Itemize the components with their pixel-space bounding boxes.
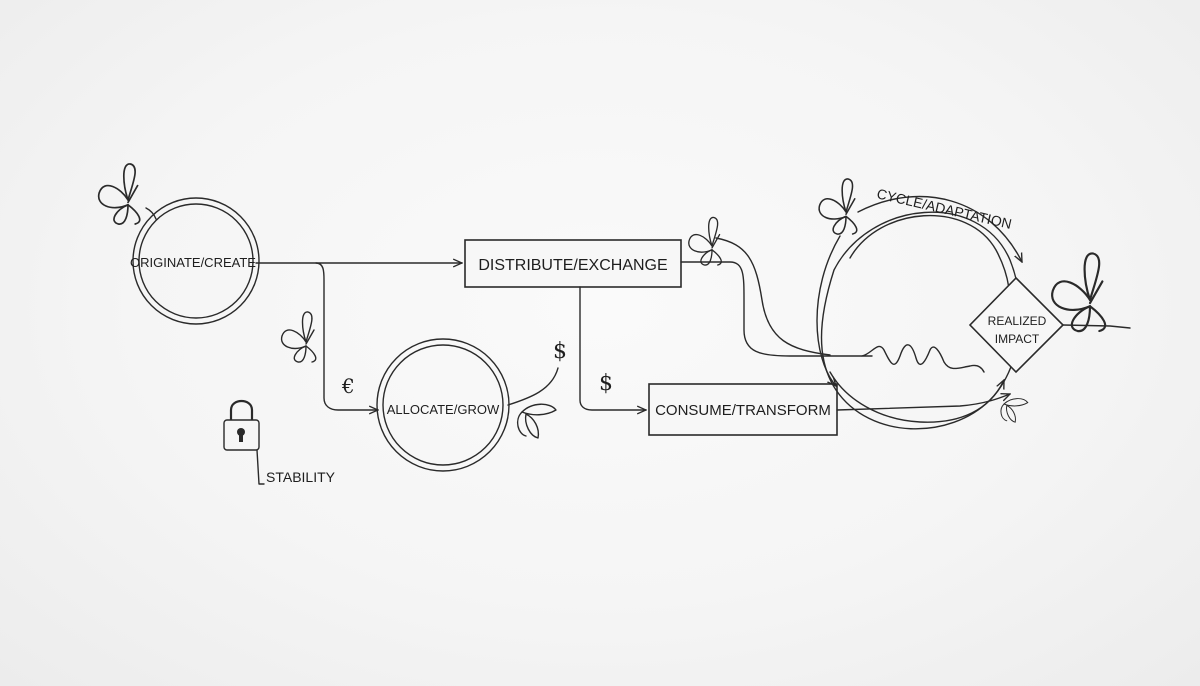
impact-tail xyxy=(1062,324,1131,329)
butterfly-icon xyxy=(97,163,141,225)
dollar-symbol-mid: $ xyxy=(599,371,613,396)
butterfly-icon xyxy=(818,178,858,235)
stability-connector xyxy=(256,449,265,485)
cycle-wave xyxy=(861,344,985,373)
butterfly-icon xyxy=(280,311,317,363)
distribute-label: DISTRIBUTE/EXCHANGE xyxy=(478,257,667,274)
consume-node: CONSUME/TRANSFORM xyxy=(648,383,838,436)
lock-icon xyxy=(223,399,260,451)
flow-secondary xyxy=(715,237,831,356)
originate-node: ORIGINATE/CREATE xyxy=(130,197,260,325)
stability-label: STABILITY xyxy=(266,469,336,485)
dollar-symbol-top: $ xyxy=(553,339,567,364)
flow-distribute-cycle xyxy=(680,261,873,357)
leaf-icon xyxy=(1000,398,1029,423)
arrow-originate-allocate xyxy=(315,262,378,410)
leaf-icon xyxy=(516,403,557,439)
arrow-distribute-consume xyxy=(579,286,646,410)
distribute-node: DISTRIBUTE/EXCHANGE xyxy=(464,239,682,288)
allocate-node: ALLOCATE/GROW xyxy=(376,338,510,472)
originate-label: ORIGINATE/CREATE xyxy=(130,255,256,270)
realized-impact-node: REALIZED IMPACT xyxy=(968,276,1065,374)
consume-label: CONSUME/TRANSFORM xyxy=(655,402,831,419)
butterfly-icon xyxy=(1051,252,1107,333)
allocate-curl xyxy=(507,367,559,406)
butterfly-stem xyxy=(145,207,157,220)
allocate-label: ALLOCATE/GROW xyxy=(387,402,500,417)
euro-symbol: € xyxy=(341,374,355,398)
butterfly-icon xyxy=(688,216,722,266)
arrow-consume-impact xyxy=(836,394,1010,411)
realized-label-line2: IMPACT xyxy=(995,332,1040,346)
cycle-label: CYCLE/ADAPTATION xyxy=(875,185,1013,232)
realized-label-line1: REALIZED xyxy=(988,314,1047,328)
